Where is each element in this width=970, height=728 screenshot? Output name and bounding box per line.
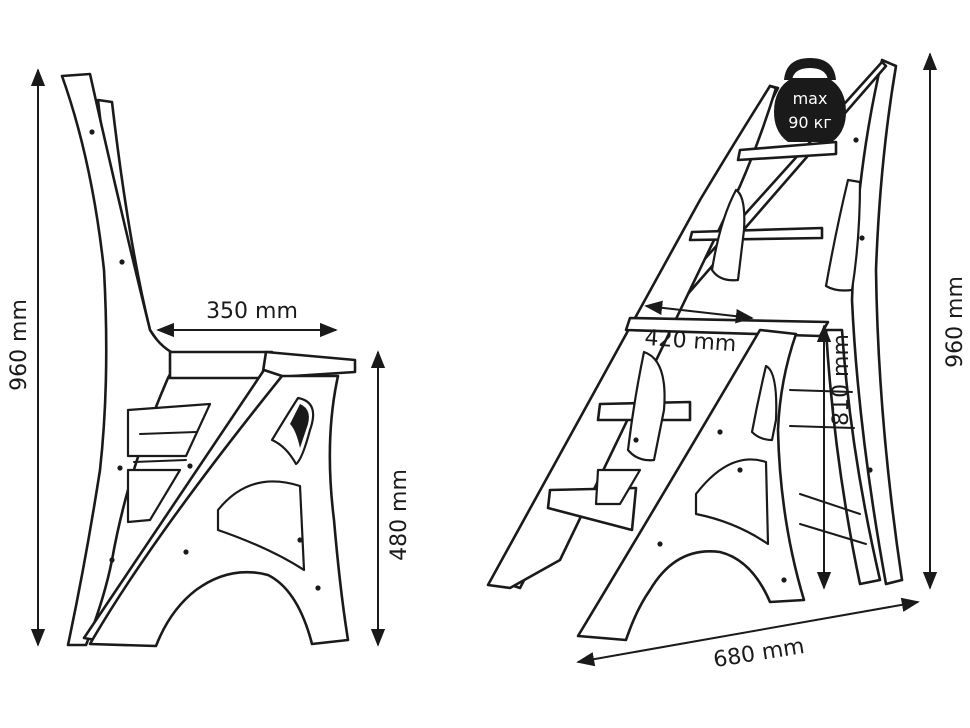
- chair-hole: [297, 537, 303, 543]
- ladder-hole: [853, 137, 859, 143]
- chair-hole: [187, 463, 193, 469]
- ladder-dimensions: 960 mm 420 mm 810 mm 680 mm: [576, 52, 968, 673]
- chair-hole: [315, 585, 321, 591]
- ladder-view: max 90 кг: [486, 58, 904, 642]
- ladder-cutout-upper-right: [824, 178, 862, 292]
- ladder-cutout-mid-left: [626, 350, 666, 462]
- ladder-cutout-upper-left: [710, 188, 746, 282]
- ladder-hole: [737, 467, 743, 473]
- chair-hole: [119, 259, 125, 265]
- dim-step-width-line: [644, 300, 754, 324]
- side-dimensions: 960 mm 350 mm 480 mm: [7, 68, 412, 647]
- load-badge-line1: max: [793, 89, 828, 108]
- load-badge-line2: 90 кг: [788, 113, 832, 132]
- ladder-cutout-mid-right: [750, 364, 778, 442]
- chair-seat-front: [168, 350, 274, 380]
- chair-step-edge-1: [139, 431, 197, 435]
- dim-total-height-label: 960 mm: [7, 299, 32, 391]
- ladder-step-top: [736, 140, 838, 162]
- chair-hole: [89, 129, 95, 135]
- dim-base-depth-line: [576, 597, 920, 667]
- ladder-hole: [717, 429, 723, 435]
- kettlebell-icon: max 90 кг: [774, 58, 846, 142]
- ladder-right-stringer: [576, 328, 806, 642]
- dim-seat-depth-label: 350 mm: [206, 299, 298, 324]
- chair-hole: [109, 557, 115, 563]
- chair-cutout-left-lower: [126, 468, 182, 524]
- dim-base-depth-label: 680 mm: [712, 634, 807, 673]
- chair-cutout-left: [126, 402, 212, 458]
- ladder-rear-lower-leg: [824, 328, 882, 586]
- chair-cutout-upper-shadow: [290, 404, 309, 448]
- ladder-hole: [781, 577, 787, 583]
- chair-cutout-lower: [216, 480, 306, 572]
- ladder-hole: [859, 235, 865, 241]
- ladder-hole: [633, 437, 639, 443]
- ladder-cutout-lower-left: [594, 468, 642, 506]
- dim-seat-height-label: 480 mm: [387, 469, 412, 561]
- ladder-cross-rail-4: [799, 523, 867, 545]
- chair-hole: [117, 465, 123, 471]
- ladder-left-stringer: [486, 84, 778, 590]
- dim-upper-height-label: 810 mm: [829, 334, 854, 426]
- chair-hole: [183, 549, 189, 555]
- dim-ladder-total-height-label: 960 mm: [943, 276, 968, 368]
- chair-side-view: [60, 72, 357, 648]
- ladder-cutout-lower: [694, 458, 770, 546]
- ladder-hole: [657, 541, 663, 547]
- chair-step-edge-2: [133, 459, 187, 463]
- ladder-hole: [867, 467, 873, 473]
